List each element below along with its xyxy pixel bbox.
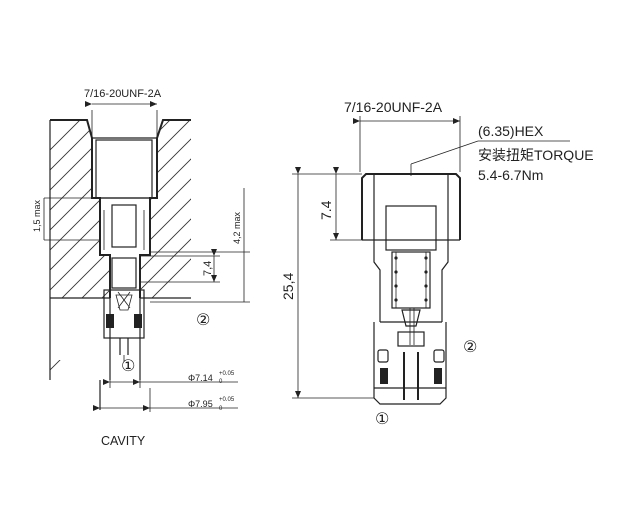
cavity-hatching-right bbox=[140, 120, 191, 298]
valve-port-1: ① bbox=[375, 411, 389, 428]
cavity-dia-7-14-tol-up: +0.05 bbox=[219, 371, 235, 377]
cavity-dim-1-5-max: 1,5 max bbox=[32, 197, 100, 241]
cavity-view: 7/16-20UNF-2A 1,5 max 4,2 max 7,4 ② bbox=[32, 88, 250, 448]
valve-hex-torque-note: (6.35)HEX 安装扭矩TORQUE 5.4-6.7Nm bbox=[410, 123, 594, 183]
cavity-dim-7-4: 7,4 bbox=[140, 249, 250, 303]
cavity-dia-7-14-tol-down: 0 bbox=[219, 379, 223, 385]
cavity-dia-7-14-label: Φ7.14 bbox=[188, 373, 213, 383]
cavity-valve-sketch bbox=[95, 139, 153, 362]
valve-port-2-label: ② bbox=[463, 339, 477, 356]
valve-port-2: ② bbox=[463, 339, 477, 356]
cavity-dim-4-2-label: 4,2 max bbox=[232, 211, 242, 244]
cavity-dim-7-4-label: 7,4 bbox=[202, 261, 214, 276]
cavity-thread-label: 7/16-20UNF-2A bbox=[84, 88, 162, 100]
valve-dim-7-4-label: 7.4 bbox=[318, 200, 334, 220]
cavity-dim-1-5-label: 1,5 max bbox=[32, 199, 42, 232]
cavity-dia-7-14: Φ7.14 +0.05 0 bbox=[103, 362, 238, 388]
valve-port-1-label: ① bbox=[375, 411, 389, 428]
valve-thread-dimension: 7/16-20UNF-2A bbox=[344, 99, 461, 172]
cavity-dia-7-95-tol-up: +0.05 bbox=[219, 397, 235, 403]
valve-hex-label: (6.35)HEX bbox=[478, 123, 544, 139]
cavity-dim-4-2-max: 4,2 max bbox=[150, 188, 250, 302]
cavity-port-2: ② bbox=[196, 312, 210, 329]
cavity-port-1: ① bbox=[121, 358, 135, 375]
valve-torque-value: 5.4-6.7Nm bbox=[478, 167, 543, 183]
cavity-caption: CAVITY bbox=[101, 434, 146, 448]
valve-dim-7-4: 7.4 bbox=[318, 167, 362, 241]
cavity-dia-7-95-tol-down: 0 bbox=[219, 406, 223, 412]
cavity-thread-dimension: 7/16-20UNF-2A bbox=[84, 88, 162, 138]
valve-torque-label: 安装扭矩TORQUE bbox=[478, 147, 594, 163]
cavity-dia-7-95: Φ7.95 +0.05 0 bbox=[93, 388, 238, 412]
cavity-port-2-label: ② bbox=[196, 312, 210, 329]
valve-dim-25-4-label: 25,4 bbox=[280, 273, 296, 300]
valve-dim-25-4: 25,4 bbox=[280, 167, 374, 399]
cavity-dia-7-95-label: Φ7.95 bbox=[188, 399, 213, 409]
cavity-port-1-label: ① bbox=[121, 358, 135, 375]
valve-view: 7/16-20UNF-2A (6.35)HEX 安装扭矩TORQUE 5.4-6… bbox=[280, 99, 594, 428]
valve-body bbox=[361, 173, 461, 405]
valve-thread-label: 7/16-20UNF-2A bbox=[344, 99, 443, 115]
